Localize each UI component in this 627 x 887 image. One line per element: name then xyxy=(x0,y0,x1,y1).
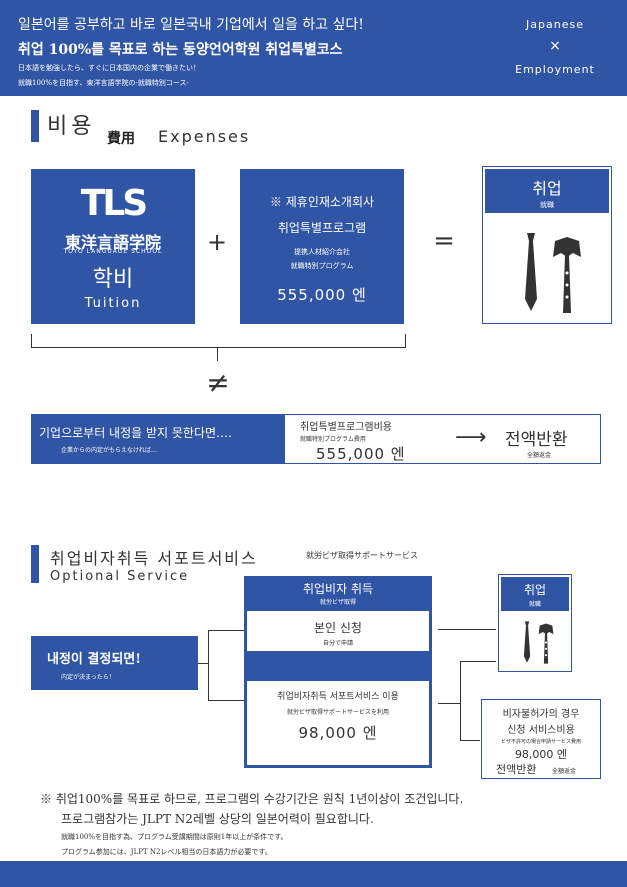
program-jp2: 就職特別プログラム xyxy=(290,262,354,270)
offer-connector xyxy=(198,663,208,664)
employment2-title: 취업 xyxy=(523,583,547,597)
denied-refund: 전액반환 xyxy=(496,763,537,776)
refund-arrow: ⟶ xyxy=(455,425,487,450)
visa-service-title: 취업비자취득 서포트서비스 이용 xyxy=(277,692,399,702)
header-line2: 취업 100%를 목표로 하는 동양언어학원 취업특별코스 xyxy=(18,42,343,58)
visa-service-price: 98,000 엔 xyxy=(298,724,378,742)
service-bracket-top xyxy=(460,661,496,662)
suit-icon-small xyxy=(523,621,554,664)
employment2-box: 취업 就職 xyxy=(498,574,572,672)
school-name-en: TOYO LANGUAGE SCHOOL xyxy=(63,248,163,255)
note-line1: ※ 취업100%를 목표로 하므로, 프로그램의 수강기간은 원칙 1년이상이 … xyxy=(40,792,464,806)
tuition-label-en: Tuition xyxy=(84,296,142,311)
section1-title-en: Expenses xyxy=(158,127,251,146)
employment-title-ja: 就職 xyxy=(540,201,554,209)
header-banner xyxy=(0,0,627,96)
visa-denied-box: 비자불허가의 경우 신청 서비스비용 ビザ不許可の場合申請サービス費用 98,0… xyxy=(481,699,601,779)
denied-price: 98,000 엔 xyxy=(514,748,568,761)
service-bracket-bottom xyxy=(460,740,480,741)
equals-sign: = xyxy=(433,226,455,256)
offer-sub: 内定が決まったら！ xyxy=(61,674,115,681)
employment2-header: 취업 就職 xyxy=(501,577,569,611)
employment-box: 취업 就職 xyxy=(482,166,612,324)
header-right-top: Japanese xyxy=(526,18,584,31)
visa-self-sub: 自分で申請 xyxy=(322,640,353,647)
employment2-title-ja: 就職 xyxy=(528,601,541,608)
refund-right-sub: 全額返金 xyxy=(527,452,552,459)
refund-mid-price: 555,000 엔 xyxy=(316,445,406,463)
program-line2: 취업특별프로그램 xyxy=(277,221,367,235)
bracket-bottom xyxy=(31,347,406,348)
service-connector xyxy=(438,703,460,704)
refund-right-title: 전액반환 xyxy=(505,430,568,450)
header-right-bottom: Employment xyxy=(515,63,595,76)
school-name-ja: 東洋言語学院 xyxy=(64,233,161,252)
section1-title-ja: 費用 xyxy=(107,131,135,147)
visa-title-ja: 就労ビザ取得 xyxy=(319,599,356,606)
section2-title-ja: 就労ビザ取得サポートサービス xyxy=(306,551,418,560)
visa-title: 취업비자 취득 xyxy=(302,582,374,596)
visa-service-panel: 취업비자취득 서포트서비스 이용 就労ビザ取得サポートサービスを利用 98,00… xyxy=(247,681,429,765)
refund-left: 기업으로부터 내정을 받지 못한다면…. 企業からの内定がもらえなければ… xyxy=(31,414,285,464)
service-bracket-vertical xyxy=(460,661,461,741)
bracket-left xyxy=(31,334,32,348)
denied-line1: 비자불허가의 경우 xyxy=(502,709,580,720)
program-jp1: 提携人材紹介会社 xyxy=(294,248,350,256)
section2-marker xyxy=(31,545,39,583)
refund-left-sub: 企業からの内定がもらえなければ… xyxy=(61,447,158,454)
note-jp2: プログラム参加には、JLPT N2レベル相当の日本語力が必要です。 xyxy=(61,848,272,856)
plus-sign: + xyxy=(206,228,228,256)
visa-self-title: 본인 신청 xyxy=(314,621,362,635)
bracket-right xyxy=(405,334,406,348)
offer-bracket-top xyxy=(208,630,244,631)
section2-title-en: Optional Service xyxy=(50,569,190,584)
refund-mid-sub: 就職特別プログラム費用 xyxy=(300,436,366,443)
offer-bracket-bottom xyxy=(208,700,244,701)
tuition-label-ko: 학비 xyxy=(92,267,134,292)
denied-line2: 신청 서비스비용 xyxy=(507,725,575,736)
program-box: ※ 제휴인재소개회사 취업특별프로그램 提携人材紹介会社 就職特別プログラム 5… xyxy=(240,169,404,324)
denied-refund-ja: 全額返金 xyxy=(552,768,577,775)
header-jp2: 就職100%を目指す、東洋言語学院の-就職特別コース- xyxy=(18,79,189,87)
section1-marker xyxy=(31,110,39,142)
header-line1: 일본어를 공부하고 바로 일본국내 기업에서 일을 하고 싶다! xyxy=(18,17,364,33)
footer-bar xyxy=(0,861,627,887)
refund-mid-title: 취업특별프로그램비용 xyxy=(300,422,392,433)
employment-header: 취업 就職 xyxy=(485,169,609,213)
section1-title-ko: 비용 xyxy=(47,114,96,139)
program-line1: ※ 제휴인재소개회사 xyxy=(269,195,375,209)
offer-bracket-vertical xyxy=(208,630,209,701)
not-equal-sign: ≠ xyxy=(206,366,230,399)
visa-self-panel: 본인 신청 自分で申請 xyxy=(247,611,429,651)
note-line2: 프로그램참가는 JLPT N2레벨 상당의 일본어력이 필요합니다. xyxy=(61,812,374,826)
header-jp1: 日本語を勉強したら、すぐに日本国内の企業で働きたい！ xyxy=(18,64,200,72)
suit-icon xyxy=(525,233,581,313)
bracket-stem xyxy=(217,347,218,361)
self-to-employment-line xyxy=(438,629,496,630)
program-price: 555,000 엔 xyxy=(277,286,367,304)
tuition-box: TLS 東洋言語学院 TOYO LANGUAGE SCHOOL 학비 Tuiti… xyxy=(31,169,195,324)
offer-box: 내정이 결정되면! 内定が決まったら！ xyxy=(31,636,198,690)
header-right-mid: × xyxy=(549,38,561,54)
visa-service-sub: 就労ビザ取得サポートサービスを利用 xyxy=(286,709,389,716)
note-jp1: 就職100%を目指す為、プログラム受講期間は原則1年以上が条件です。 xyxy=(61,833,288,841)
section2-title-ko: 취업비자취득 서포트서비스 xyxy=(50,549,258,568)
tls-logo: TLS xyxy=(80,183,148,224)
employment-title: 취업 xyxy=(532,179,562,198)
refund-left-title: 기업으로부터 내정을 받지 못한다면…. xyxy=(39,426,232,440)
offer-title: 내정이 결정되면! xyxy=(47,652,141,667)
denied-sub: ビザ不許可の場合申請サービス費用 xyxy=(500,739,581,745)
